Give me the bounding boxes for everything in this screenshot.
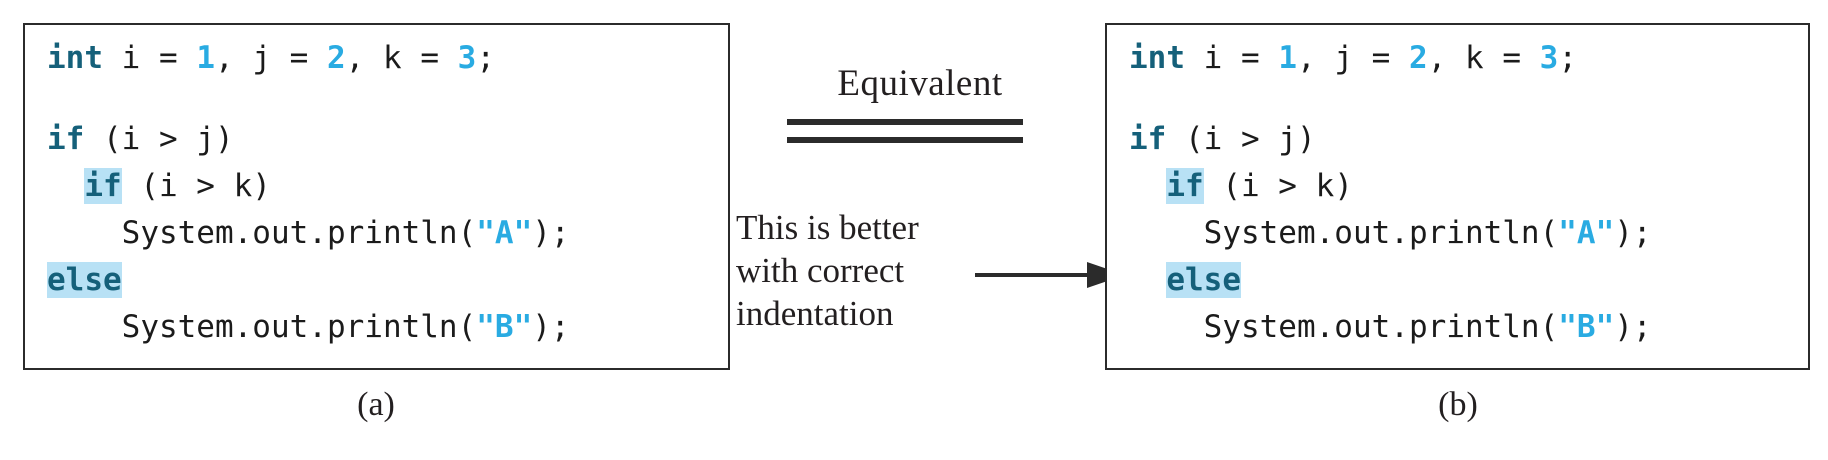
code-line-0: int i = 1, j = 2, k = 3; [1129, 35, 1652, 82]
code-text: ; [1558, 40, 1577, 76]
code-text [1129, 168, 1166, 204]
equals-sign-rule-bottom [787, 137, 1023, 143]
code-text: (i > j) [84, 121, 234, 157]
numeric-literal: 3 [457, 40, 477, 76]
arrow-shaft [975, 273, 1093, 277]
code-line-3: if (i > k) [47, 163, 570, 210]
numeric-literal: 3 [1539, 40, 1559, 76]
equivalent-label: Equivalent [837, 63, 1003, 104]
code-text: ); [1614, 215, 1652, 251]
caption-a: (a) [357, 386, 395, 423]
code-text: System.out.println( [1129, 309, 1559, 345]
code-text [47, 168, 84, 204]
code-text: (i > j) [1166, 121, 1316, 157]
code-text: , k [345, 40, 421, 76]
numeric-literal: 1 [1278, 40, 1297, 76]
code-line-2: if (i > j) [47, 116, 570, 163]
note-line-2: indentation [736, 294, 894, 333]
code-text: = [1502, 40, 1540, 76]
string-literal: "B" [1558, 309, 1615, 345]
code-text: ); [532, 309, 570, 345]
code-text: System.out.println( [47, 309, 477, 345]
code-text: System.out.println( [1129, 215, 1559, 251]
code-text: ); [1614, 309, 1652, 345]
code-line-4: System.out.println("A"); [47, 210, 570, 257]
code-text: = [1371, 40, 1409, 76]
highlighted-keyword: else [1166, 262, 1241, 298]
code-line-1 [1129, 82, 1652, 116]
note-line-1: with correct [736, 251, 905, 290]
string-literal: "B" [476, 309, 533, 345]
code-line-6: System.out.println("B"); [1129, 304, 1652, 351]
code-line-0: int i = 1, j = 2, k = 3; [47, 35, 570, 82]
equals-sign-rule-top [787, 119, 1023, 125]
keyword: if [47, 121, 85, 157]
code-box-a: int i = 1, j = 2, k = 3; if (i > j) if (… [23, 23, 730, 370]
arrow-right-icon [975, 262, 1125, 288]
code-text: (i > k) [121, 168, 271, 204]
code-line-3: if (i > k) [1129, 163, 1652, 210]
highlighted-keyword: if [1166, 168, 1204, 204]
string-literal: "A" [1558, 215, 1615, 251]
code-text: = [420, 40, 458, 76]
highlighted-keyword: else [47, 262, 122, 298]
code-text: , j [1297, 40, 1372, 76]
highlighted-keyword: if [84, 168, 122, 204]
code-text: i [103, 40, 159, 76]
note-line-0: This is better [736, 208, 919, 247]
keyword: int [1129, 40, 1185, 76]
code-line-4: System.out.println("A"); [1129, 210, 1652, 257]
code-text [1129, 262, 1166, 298]
code-text: = [1241, 40, 1279, 76]
indentation-note: This is better with correct indentation [736, 206, 964, 335]
code-line-6: System.out.println("B"); [47, 304, 570, 351]
code-listing-b: int i = 1, j = 2, k = 3; if (i > j) if (… [1129, 35, 1652, 351]
numeric-literal: 2 [326, 40, 346, 76]
code-line-1 [47, 82, 570, 116]
code-line-2: if (i > j) [1129, 116, 1652, 163]
keyword: if [1129, 121, 1167, 157]
code-box-b: int i = 1, j = 2, k = 3; if (i > j) if (… [1105, 23, 1810, 370]
code-text: = [159, 40, 197, 76]
code-line-5: else [47, 257, 570, 304]
code-text: System.out.println( [47, 215, 477, 251]
code-text: i [1185, 40, 1241, 76]
code-text: = [289, 40, 327, 76]
code-text: (i > k) [1203, 168, 1353, 204]
numeric-literal: 1 [196, 40, 215, 76]
numeric-literal: 2 [1408, 40, 1428, 76]
keyword: int [47, 40, 103, 76]
code-text: ; [476, 40, 495, 76]
caption-b: (b) [1438, 386, 1478, 423]
code-listing-a: int i = 1, j = 2, k = 3; if (i > j) if (… [47, 35, 570, 351]
code-text: , k [1427, 40, 1503, 76]
code-text: , j [215, 40, 290, 76]
code-text: ); [532, 215, 570, 251]
code-line-5: else [1129, 257, 1652, 304]
string-literal: "A" [476, 215, 533, 251]
